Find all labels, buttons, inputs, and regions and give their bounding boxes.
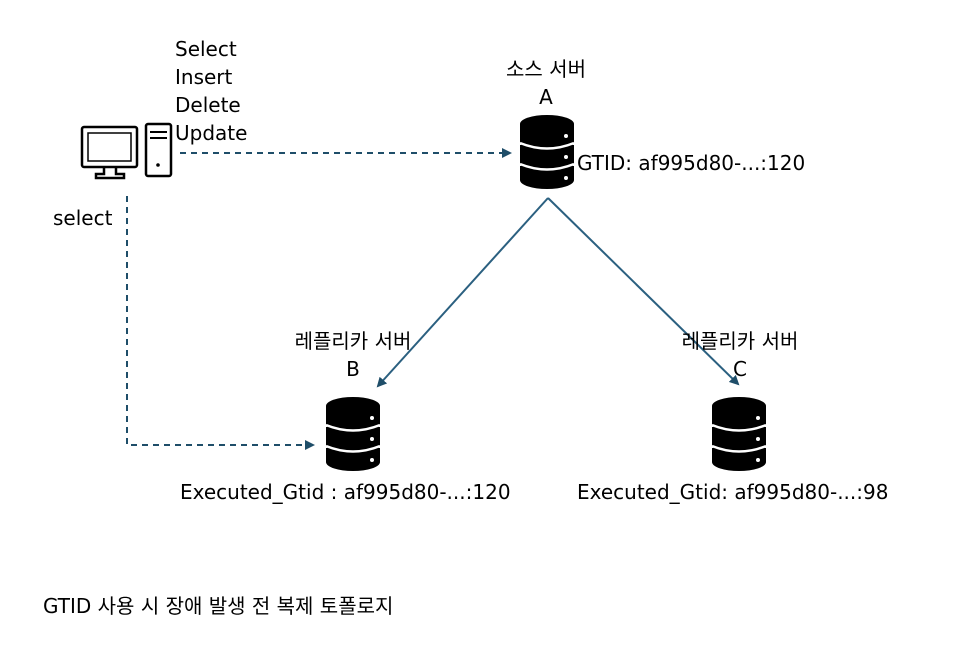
source-server-title: 소스 서버 <box>506 57 586 81</box>
source-server-id: A <box>539 85 553 109</box>
client-op-update: Update <box>175 121 248 145</box>
client-read-op-label: select <box>53 206 113 230</box>
diagram-caption: GTID 사용 시 장애 발생 전 복제 토폴로지 <box>43 594 394 618</box>
replication-line-a-to-b <box>376 197 549 388</box>
replica-c-database-icon <box>711 397 767 471</box>
replica-b-database-icon <box>325 397 381 471</box>
source-database-icon <box>519 115 575 189</box>
client-computer-icon <box>80 122 173 180</box>
replica-b-id: B <box>346 357 360 381</box>
source-gtid-label: GTID: af995d80-...:120 <box>577 151 806 175</box>
replica-c-id: C <box>733 357 747 381</box>
client-op-select: Select <box>175 37 237 61</box>
read-connection-line <box>126 196 315 450</box>
client-op-insert: Insert <box>175 65 233 89</box>
client-op-delete: Delete <box>175 93 241 117</box>
replication-line-a-to-c <box>547 197 740 386</box>
replica-b-title: 레플리카 서버 <box>294 329 412 353</box>
replica-c-title: 레플리카 서버 <box>681 329 799 353</box>
replica-b-executed-gtid: Executed_Gtid : af995d80-...:120 <box>180 480 511 504</box>
replica-c-executed-gtid: Executed_Gtid: af995d80-...:98 <box>577 480 889 504</box>
